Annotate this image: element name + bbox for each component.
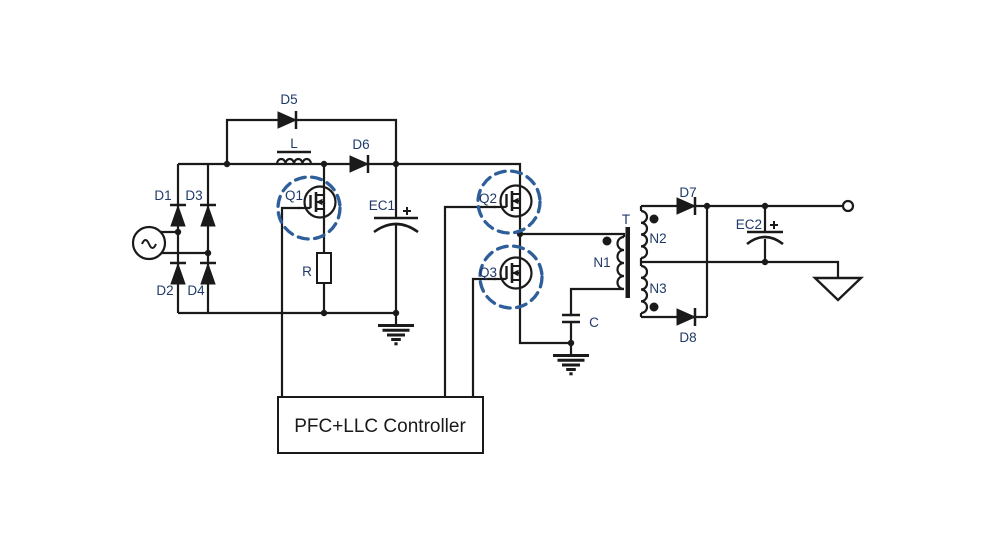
label-c: C bbox=[589, 315, 599, 330]
diode-d5 bbox=[277, 111, 298, 129]
junction-dot bbox=[761, 202, 769, 210]
label-d2: D2 bbox=[156, 283, 173, 298]
signal-ground-pfc bbox=[376, 311, 416, 346]
resonant-capacitor-c bbox=[562, 313, 580, 324]
label-d7: D7 bbox=[679, 185, 696, 200]
label-d4: D4 bbox=[187, 283, 205, 298]
diode-d2 bbox=[170, 261, 186, 285]
label-r: R bbox=[302, 264, 312, 279]
junction-dot bbox=[567, 339, 575, 347]
wire-midpoint-to-n1 bbox=[520, 232, 626, 237]
wire-n1-to-resonant-cap bbox=[569, 287, 624, 343]
diode-d4 bbox=[200, 261, 216, 285]
highlight-circle-q3 bbox=[478, 244, 544, 310]
windings bbox=[275, 150, 649, 315]
label-t: T bbox=[622, 212, 630, 227]
junction-dots bbox=[174, 160, 769, 347]
label-d1: D1 bbox=[154, 188, 171, 203]
earth-ground-secondary bbox=[812, 276, 864, 302]
highlight-circles bbox=[276, 169, 544, 310]
wire-q3-gate bbox=[471, 277, 496, 397]
label-d6: D6 bbox=[352, 137, 369, 152]
diode-d7 bbox=[676, 197, 697, 215]
ac-source bbox=[131, 225, 167, 261]
junction-dot bbox=[392, 160, 400, 168]
phase-dot-n2 bbox=[649, 214, 659, 224]
junction-dot bbox=[174, 228, 182, 236]
label-d8: D8 bbox=[679, 330, 696, 345]
bulk-capacitor-ec1 bbox=[373, 207, 419, 234]
junction-dot bbox=[204, 249, 212, 257]
wire-d5-bypass bbox=[225, 118, 398, 164]
label-d5: D5 bbox=[280, 92, 297, 107]
plus-sign bbox=[403, 207, 411, 215]
wire-q1-gate bbox=[280, 206, 300, 397]
capacitors bbox=[373, 207, 784, 324]
junction-dot bbox=[320, 309, 328, 317]
wire-q2-gate bbox=[443, 205, 496, 397]
highlight-circle-q1 bbox=[276, 175, 342, 241]
label-l: L bbox=[290, 136, 298, 151]
junction-dot bbox=[392, 309, 400, 317]
label-ec2: EC2 bbox=[736, 217, 762, 232]
transformer-secondary-n2-coil bbox=[640, 209, 649, 260]
plus-sign bbox=[770, 221, 778, 229]
inductor-coil bbox=[275, 157, 313, 165]
output-capacitor-ec2 bbox=[746, 221, 784, 246]
label-d3: D3 bbox=[185, 188, 202, 203]
mosfet-q3 bbox=[492, 256, 533, 290]
diodes bbox=[170, 111, 697, 326]
mosfet-q1 bbox=[296, 185, 337, 219]
label-n2: N2 bbox=[649, 231, 666, 246]
highlight-circle-q2 bbox=[476, 169, 542, 235]
label-n3: N3 bbox=[649, 281, 666, 296]
junction-dot bbox=[223, 160, 231, 168]
wires bbox=[160, 118, 843, 397]
wire-center-tap bbox=[641, 260, 840, 278]
label-q1: Q1 bbox=[285, 188, 303, 203]
pfc-inductor bbox=[275, 150, 313, 165]
controller-block: PFC+LLC Controller bbox=[277, 396, 484, 454]
mosfet-q2 bbox=[492, 184, 533, 218]
diode-d8 bbox=[676, 308, 697, 326]
junction-dot bbox=[320, 160, 328, 168]
component-labels: D1 D3 D2 D4 D5 L D6 Q1 EC1 R Q2 Q3 C N1 … bbox=[154, 92, 762, 345]
phase-dot-n3 bbox=[649, 302, 659, 312]
label-q3: Q3 bbox=[479, 265, 497, 280]
label-ec1: EC1 bbox=[369, 198, 395, 213]
output-terminal bbox=[841, 199, 855, 213]
transformer-core-bar bbox=[625, 227, 630, 298]
controller-box bbox=[277, 396, 484, 454]
junction-dot bbox=[761, 258, 769, 266]
diode-d1 bbox=[170, 203, 186, 227]
transformer-secondary-n3-coil bbox=[640, 264, 649, 315]
label-n1: N1 bbox=[593, 255, 610, 270]
diode-d6 bbox=[349, 155, 370, 173]
label-q2: Q2 bbox=[479, 191, 497, 206]
sine-icon bbox=[141, 239, 157, 249]
controller-label: PFC+LLC Controller bbox=[294, 416, 466, 437]
diode-d3 bbox=[200, 203, 216, 227]
junction-dot bbox=[703, 202, 711, 210]
transformer-primary-coil bbox=[616, 235, 625, 291]
signal-ground-llc bbox=[551, 341, 591, 376]
resistor-r bbox=[316, 252, 332, 284]
phase-dot-n1 bbox=[602, 236, 612, 246]
wire-main-rail bbox=[178, 162, 571, 345]
